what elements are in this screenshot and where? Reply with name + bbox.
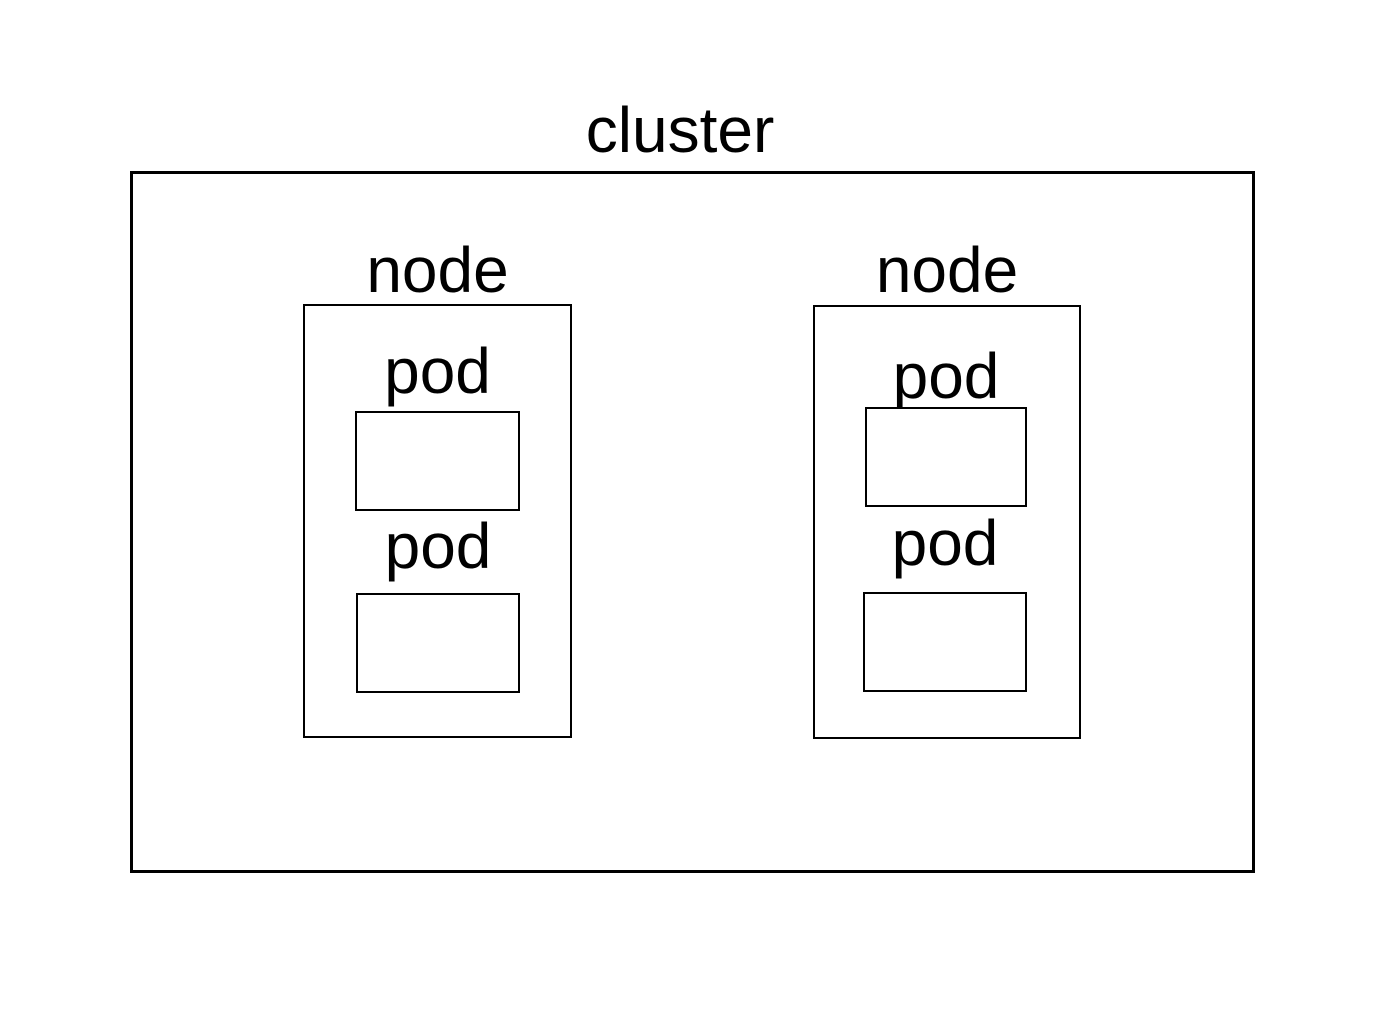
cluster-box: [130, 171, 1255, 873]
pod-box: [865, 407, 1027, 507]
pod-label: pod: [891, 507, 999, 579]
pod-label: pod: [892, 340, 1000, 412]
pod-label: pod: [384, 335, 491, 407]
pod-box: [355, 411, 520, 511]
cluster-label: cluster: [585, 94, 775, 166]
pod-label: pod: [384, 510, 492, 582]
pod-box: [356, 593, 520, 693]
node-label: node: [875, 234, 1019, 306]
node-label: node: [366, 234, 509, 306]
pod-box: [863, 592, 1027, 692]
